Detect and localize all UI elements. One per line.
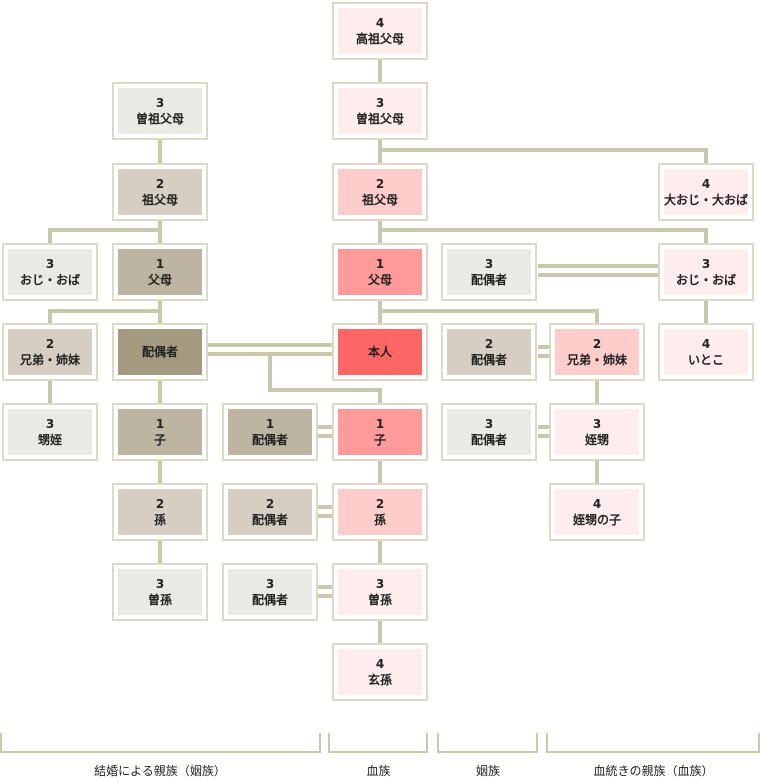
degree: 2: [155, 177, 165, 191]
label: 曽祖父母: [355, 112, 404, 126]
label: 子: [153, 433, 166, 447]
box-nephews-nieces-children: 4 姪甥の子: [549, 483, 645, 541]
label: 兄弟・姉妹: [19, 353, 80, 367]
degree: 1: [155, 257, 165, 271]
degree: 1: [375, 417, 385, 431]
degree: 2: [484, 337, 494, 351]
degree: 3: [155, 577, 165, 591]
box-great-uncles-aunts: 4 大おじ・大おば: [658, 163, 754, 221]
box-spouse-siblings: 2 兄弟・姉妹: [2, 323, 98, 381]
box-nephews-nieces: 3 姪甥: [549, 403, 645, 461]
label: 孫: [153, 513, 166, 527]
legend-brackets: [0, 733, 760, 753]
degree: 1: [375, 257, 385, 271]
label: 曽孫: [367, 593, 392, 607]
box-cousins: 4 いとこ: [658, 323, 754, 381]
box-great-grandparents: 3 曽祖父母: [332, 82, 428, 140]
degree: 3: [155, 96, 165, 110]
legend-inlaw: 姻族: [475, 764, 500, 778]
box-child-spouse: 1 配偶者: [222, 403, 318, 461]
label: 配偶者: [470, 433, 507, 447]
degree: 4: [375, 16, 385, 30]
label: 姪甥の子: [572, 513, 621, 527]
label: 兄弟・姉妹: [566, 353, 627, 367]
label: 配偶者: [470, 273, 507, 287]
box-spouse-uncles-aunts: 3 おじ・おば: [2, 243, 98, 301]
box-grandchild-spouse: 2 配偶者: [222, 483, 318, 541]
box-parents: 1 父母: [332, 243, 428, 301]
label: 配偶者: [251, 433, 288, 447]
box-nephew-spouse: 3 配偶者: [441, 403, 537, 461]
label: 父母: [367, 273, 392, 287]
label: 配偶者: [251, 513, 288, 527]
label: おじ・おば: [675, 273, 736, 287]
degree: 3: [45, 257, 55, 271]
degree: 3: [592, 417, 602, 431]
box-spouse-parents: 1 父母: [112, 243, 208, 301]
label: 孫: [373, 513, 386, 527]
box-spouse: 配偶者: [112, 323, 208, 381]
degree: 2: [375, 497, 385, 511]
degree: 1: [265, 417, 275, 431]
label: 高祖父母: [355, 32, 404, 46]
label: 祖父母: [141, 193, 178, 207]
box-grandparents: 2 祖父母: [332, 163, 428, 221]
label: 祖父母: [361, 193, 398, 207]
label: 配偶者: [141, 345, 178, 359]
degree: 2: [45, 337, 55, 351]
label: 曽祖父母: [135, 112, 184, 126]
box-uncles-aunts: 3 おじ・おば: [658, 243, 754, 301]
degree: 3: [375, 96, 385, 110]
degree: 1: [155, 417, 165, 431]
degree: 4: [701, 177, 711, 191]
label: いとこ: [687, 353, 724, 367]
label: おじ・おば: [19, 273, 80, 287]
label: 大おじ・大おば: [664, 193, 749, 207]
label: 姪甥: [584, 433, 609, 447]
label: 玄孫: [367, 673, 392, 687]
degree: 3: [265, 577, 275, 591]
label: 配偶者: [470, 353, 507, 367]
degree: 2: [375, 177, 385, 191]
label: 甥姪: [37, 433, 62, 447]
label: 配偶者: [251, 593, 288, 607]
box-sibling-spouse: 2 配偶者: [441, 323, 537, 381]
box-siblings: 2 兄弟・姉妹: [549, 323, 645, 381]
degree: 4: [701, 337, 711, 351]
label: 父母: [147, 273, 172, 287]
box-spouse-great-grandchildren: 3 曽孫: [112, 563, 208, 621]
box-great-grandchild-spouse: 3 配偶者: [222, 563, 318, 621]
legend-inlaw-by-marriage: 結婚による親族（姻族）: [94, 764, 226, 778]
box-self: 本人: [332, 323, 428, 381]
box-uncle-spouse: 3 配偶者: [441, 243, 537, 301]
degree: 3: [484, 257, 494, 271]
label: 子: [373, 433, 386, 447]
degree: 2: [265, 497, 275, 511]
label: 曽孫: [147, 593, 172, 607]
label: 本人: [367, 345, 392, 359]
degree: 4: [592, 497, 602, 511]
legend-blood-relatives: 血統きの親族（血族）: [593, 764, 714, 778]
degree: 2: [592, 337, 602, 351]
box-spouse-grandparents: 2 祖父母: [112, 163, 208, 221]
box-great-great-grandchildren: 4 玄孫: [332, 643, 428, 701]
box-great-grandchildren: 3 曽孫: [332, 563, 428, 621]
degree: 4: [375, 657, 385, 671]
degree: 3: [45, 417, 55, 431]
degree: 2: [155, 497, 165, 511]
degree: 3: [484, 417, 494, 431]
box-spouse-nephews-nieces: 3 甥姪: [2, 403, 98, 461]
box-great-great-grandparents: 4 高祖父母: [332, 2, 428, 60]
degree: 3: [375, 577, 385, 591]
box-spouse-great-grandparents: 3 曽祖父母: [112, 82, 208, 140]
degree: 3: [701, 257, 711, 271]
legend-blood: 血族: [366, 764, 391, 778]
